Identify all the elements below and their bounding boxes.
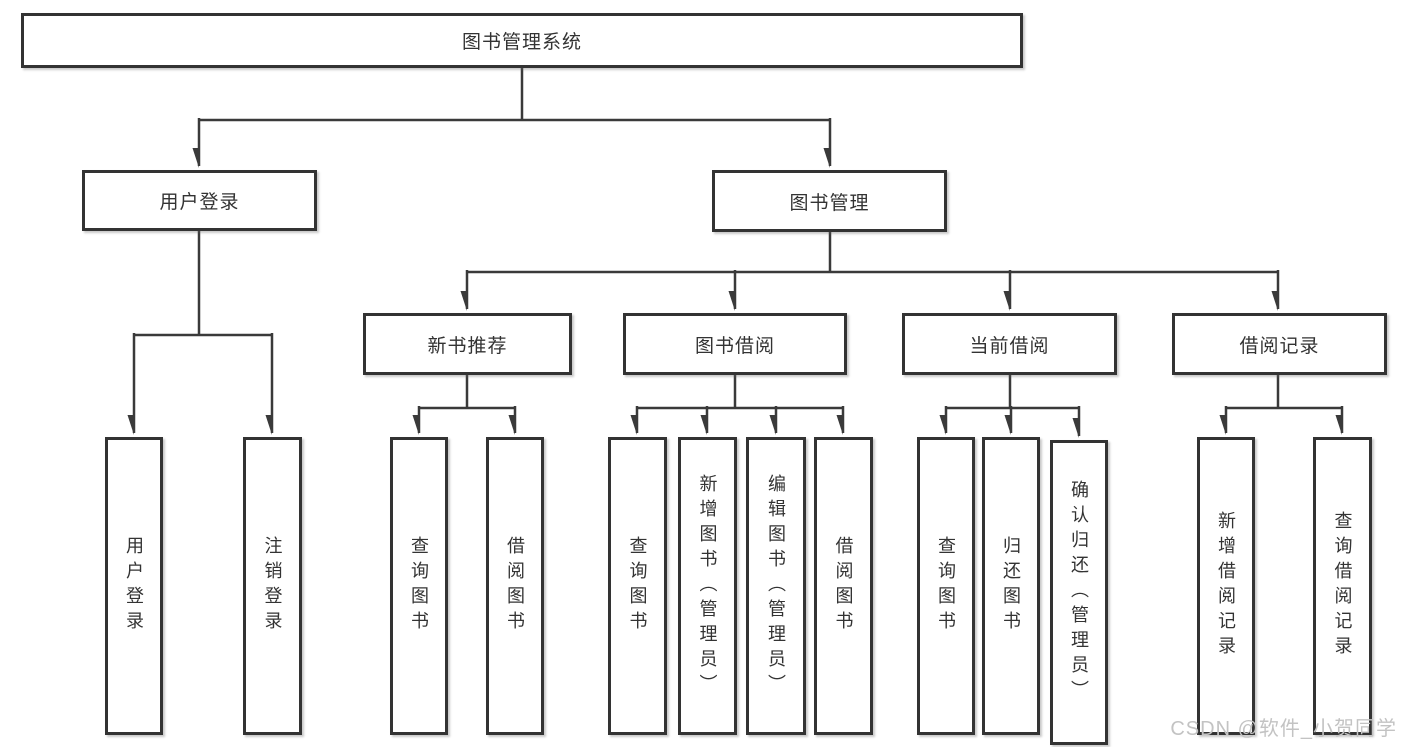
leaf-user-login: 用户登录 — [105, 437, 163, 735]
node-book-management: 图书管理 — [712, 170, 947, 232]
connector-book-management-trunk — [467, 232, 1278, 274]
connector-user-login-trunk — [134, 230, 272, 337]
node-label: 借阅记录 — [1239, 335, 1320, 357]
node-label: 查询图书 — [936, 536, 956, 636]
node-label: 新增图书（管理员） — [697, 473, 718, 699]
node-label: 借阅图书 — [505, 536, 525, 636]
connector-current-borrowing-trunk — [946, 375, 1079, 410]
node-label: 查询图书 — [627, 536, 648, 636]
node-label: 新增借阅记录 — [1216, 511, 1236, 661]
watermark: CSDN @软件_小贺同学 — [1170, 718, 1397, 740]
node-book-borrowing: 图书借阅 — [623, 313, 847, 375]
leaf-return-books: 归还图书 — [982, 437, 1040, 735]
node-label: 用户登录 — [159, 192, 240, 213]
node-label: 确认归还（管理员） — [1069, 480, 1089, 705]
node-label: 借阅图书 — [833, 536, 854, 636]
leaf-borrow-books-recommend: 借阅图书 — [486, 437, 544, 735]
leaf-edit-books-admin: 编辑图书（管理员） — [746, 437, 806, 735]
connector-new-book-recommend-trunk — [419, 375, 515, 410]
leaf-add-books-admin: 新增图书（管理员） — [678, 437, 737, 735]
node-label: 归还图书 — [1001, 536, 1021, 636]
node-user-login: 用户登录 — [82, 170, 317, 231]
node-label: 当前借阅 — [969, 335, 1050, 357]
node-borrowing-records: 借阅记录 — [1172, 313, 1387, 375]
leaf-add-borrow-record: 新增借阅记录 — [1197, 437, 1255, 735]
node-label: 图书管理系统 — [461, 32, 582, 53]
node-label: 查询图书 — [409, 536, 429, 636]
node-current-borrowing: 当前借阅 — [902, 313, 1117, 375]
node-label: 图书借阅 — [694, 335, 775, 357]
connector-book-borrowing-trunk — [637, 375, 843, 410]
node-label: 图书管理 — [789, 192, 870, 214]
leaf-query-books-borrowing: 查询图书 — [608, 437, 667, 735]
leaf-logout: 注销登录 — [243, 437, 302, 735]
node-label: 查询借阅记录 — [1332, 511, 1353, 661]
leaf-query-books-current: 查询图书 — [917, 437, 975, 735]
connector-root-trunk — [199, 68, 830, 122]
leaf-query-borrow-record: 查询借阅记录 — [1313, 437, 1372, 735]
leaf-borrow-books-borrowing: 借阅图书 — [814, 437, 873, 735]
connector-borrowing-records-trunk — [1226, 375, 1342, 410]
leaf-query-books-recommend: 查询图书 — [390, 437, 448, 735]
node-library-management-system: 图书管理系统 — [21, 13, 1023, 68]
node-label: 新书推荐 — [427, 335, 508, 357]
leaf-confirm-return-admin: 确认归还（管理员） — [1050, 440, 1108, 745]
node-label: 编辑图书（管理员） — [766, 473, 786, 699]
node-new-book-recommend: 新书推荐 — [363, 313, 572, 375]
node-label: 注销登录 — [262, 536, 283, 636]
node-label: 用户登录 — [124, 536, 144, 636]
